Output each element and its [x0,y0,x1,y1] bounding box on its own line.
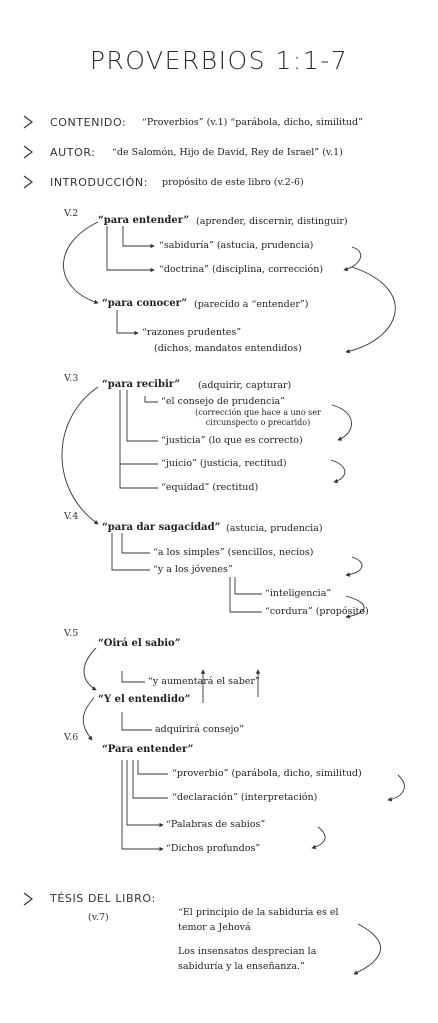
introduccion-value: propósito de este libro (v.2-6) [162,177,304,188]
oira-el-sabio-heading: “Oirá el sabio” [98,638,181,649]
tesis-label: TÉSIS DEL LIBRO: [50,892,156,905]
el-entendido-heading: “Y el entendido” [98,694,191,705]
razones-item: “razones prudentes” [142,327,242,338]
doctrina-item: “doctrina” (disciplina, corrección) [159,264,324,275]
consejo-detail-line1: (corrección que hace a uno ser [195,408,321,417]
proverbio-item: “proverbio” (parábola, dicho, similitud) [172,768,362,779]
consejo-item: “el consejo de prudencia” [161,396,286,407]
contenido-value: “Proverbios” (v.1) “parábola, dicho, sim… [142,117,363,128]
tesis-statement-2: Los insensatos desprecian la sabiduría y… [178,946,317,972]
declaracion-item: “declaración” (interpretación) [172,792,318,803]
consejo-detail: (corrección que hace a uno ser circunspe… [168,408,348,428]
razones-detail: (dichos, mandatos entendidos) [154,343,302,354]
inteligencia-item: “inteligencia” [265,588,332,599]
para-dar-sagacidad-heading: “para dar sagacidad” [102,522,221,533]
autor-value: “de Salomón, Hijo de David, Rey de Israe… [112,147,343,158]
jovenes-item: “y a los jóvenes” [153,564,233,575]
verse-label: V.3 [64,373,79,384]
verse-label: V.6 [64,732,79,743]
para-entender-v6-heading: “Para entender” [102,744,194,755]
verse-label: V.5 [64,628,79,639]
autor-label: AUTOR: [50,146,96,159]
para-entender-meaning: (aprender, discernir, distinguir) [196,216,348,227]
consejo-detail-line2: circunspecto o precarido) [205,418,311,427]
cordura-item: “cordura” (propósito) [265,606,369,617]
juicio-item: “juicio” (justicia, rectitud) [161,458,287,469]
page-title: PROVERBIOS 1:1-7 [89,46,349,75]
contenido-label: CONTENIDO: [50,116,127,129]
para-conocer-meaning: (parecido a “entender”) [194,299,309,310]
chevron-right-icon [23,145,33,159]
verse-label: V.4 [64,511,79,522]
para-recibir-heading: “para recibir” [102,379,181,390]
chevron-right-icon [23,175,33,189]
tesis-statement-1: “El principio de la sabiduría es el temo… [178,907,339,933]
justicia-item: “justicia” (lo que es correcto) [161,435,303,446]
para-recibir-meaning: (adquirir, capturar) [198,380,292,391]
para-entender-heading: “para entender” [98,215,190,226]
equidad-item: “equidad” (rectitud) [161,482,259,493]
tesis-reference: (v.7) [88,912,109,923]
dichos-item: “Dichos profundos” [166,843,261,854]
para-dar-sagacidad-meaning: (astucia, prudencia) [226,523,323,534]
simples-item: “a los simples” (sencillos, necios) [153,547,314,558]
sabiduria-item: “sabiduría” (astucia, prudencia) [159,240,314,251]
adquirira-item: adquirirá consejo” [155,724,244,735]
verse-label: V.2 [64,208,79,219]
aumentara-item: “y aumentará el saber” [148,676,260,687]
introduccion-label: INTRODUCCIÓN: [50,176,149,189]
chevron-right-icon [23,115,33,129]
para-conocer-heading: “para conocer” [102,298,187,309]
palabras-item: “Palabras de sabios” [166,819,266,830]
chevron-right-icon [23,892,33,906]
